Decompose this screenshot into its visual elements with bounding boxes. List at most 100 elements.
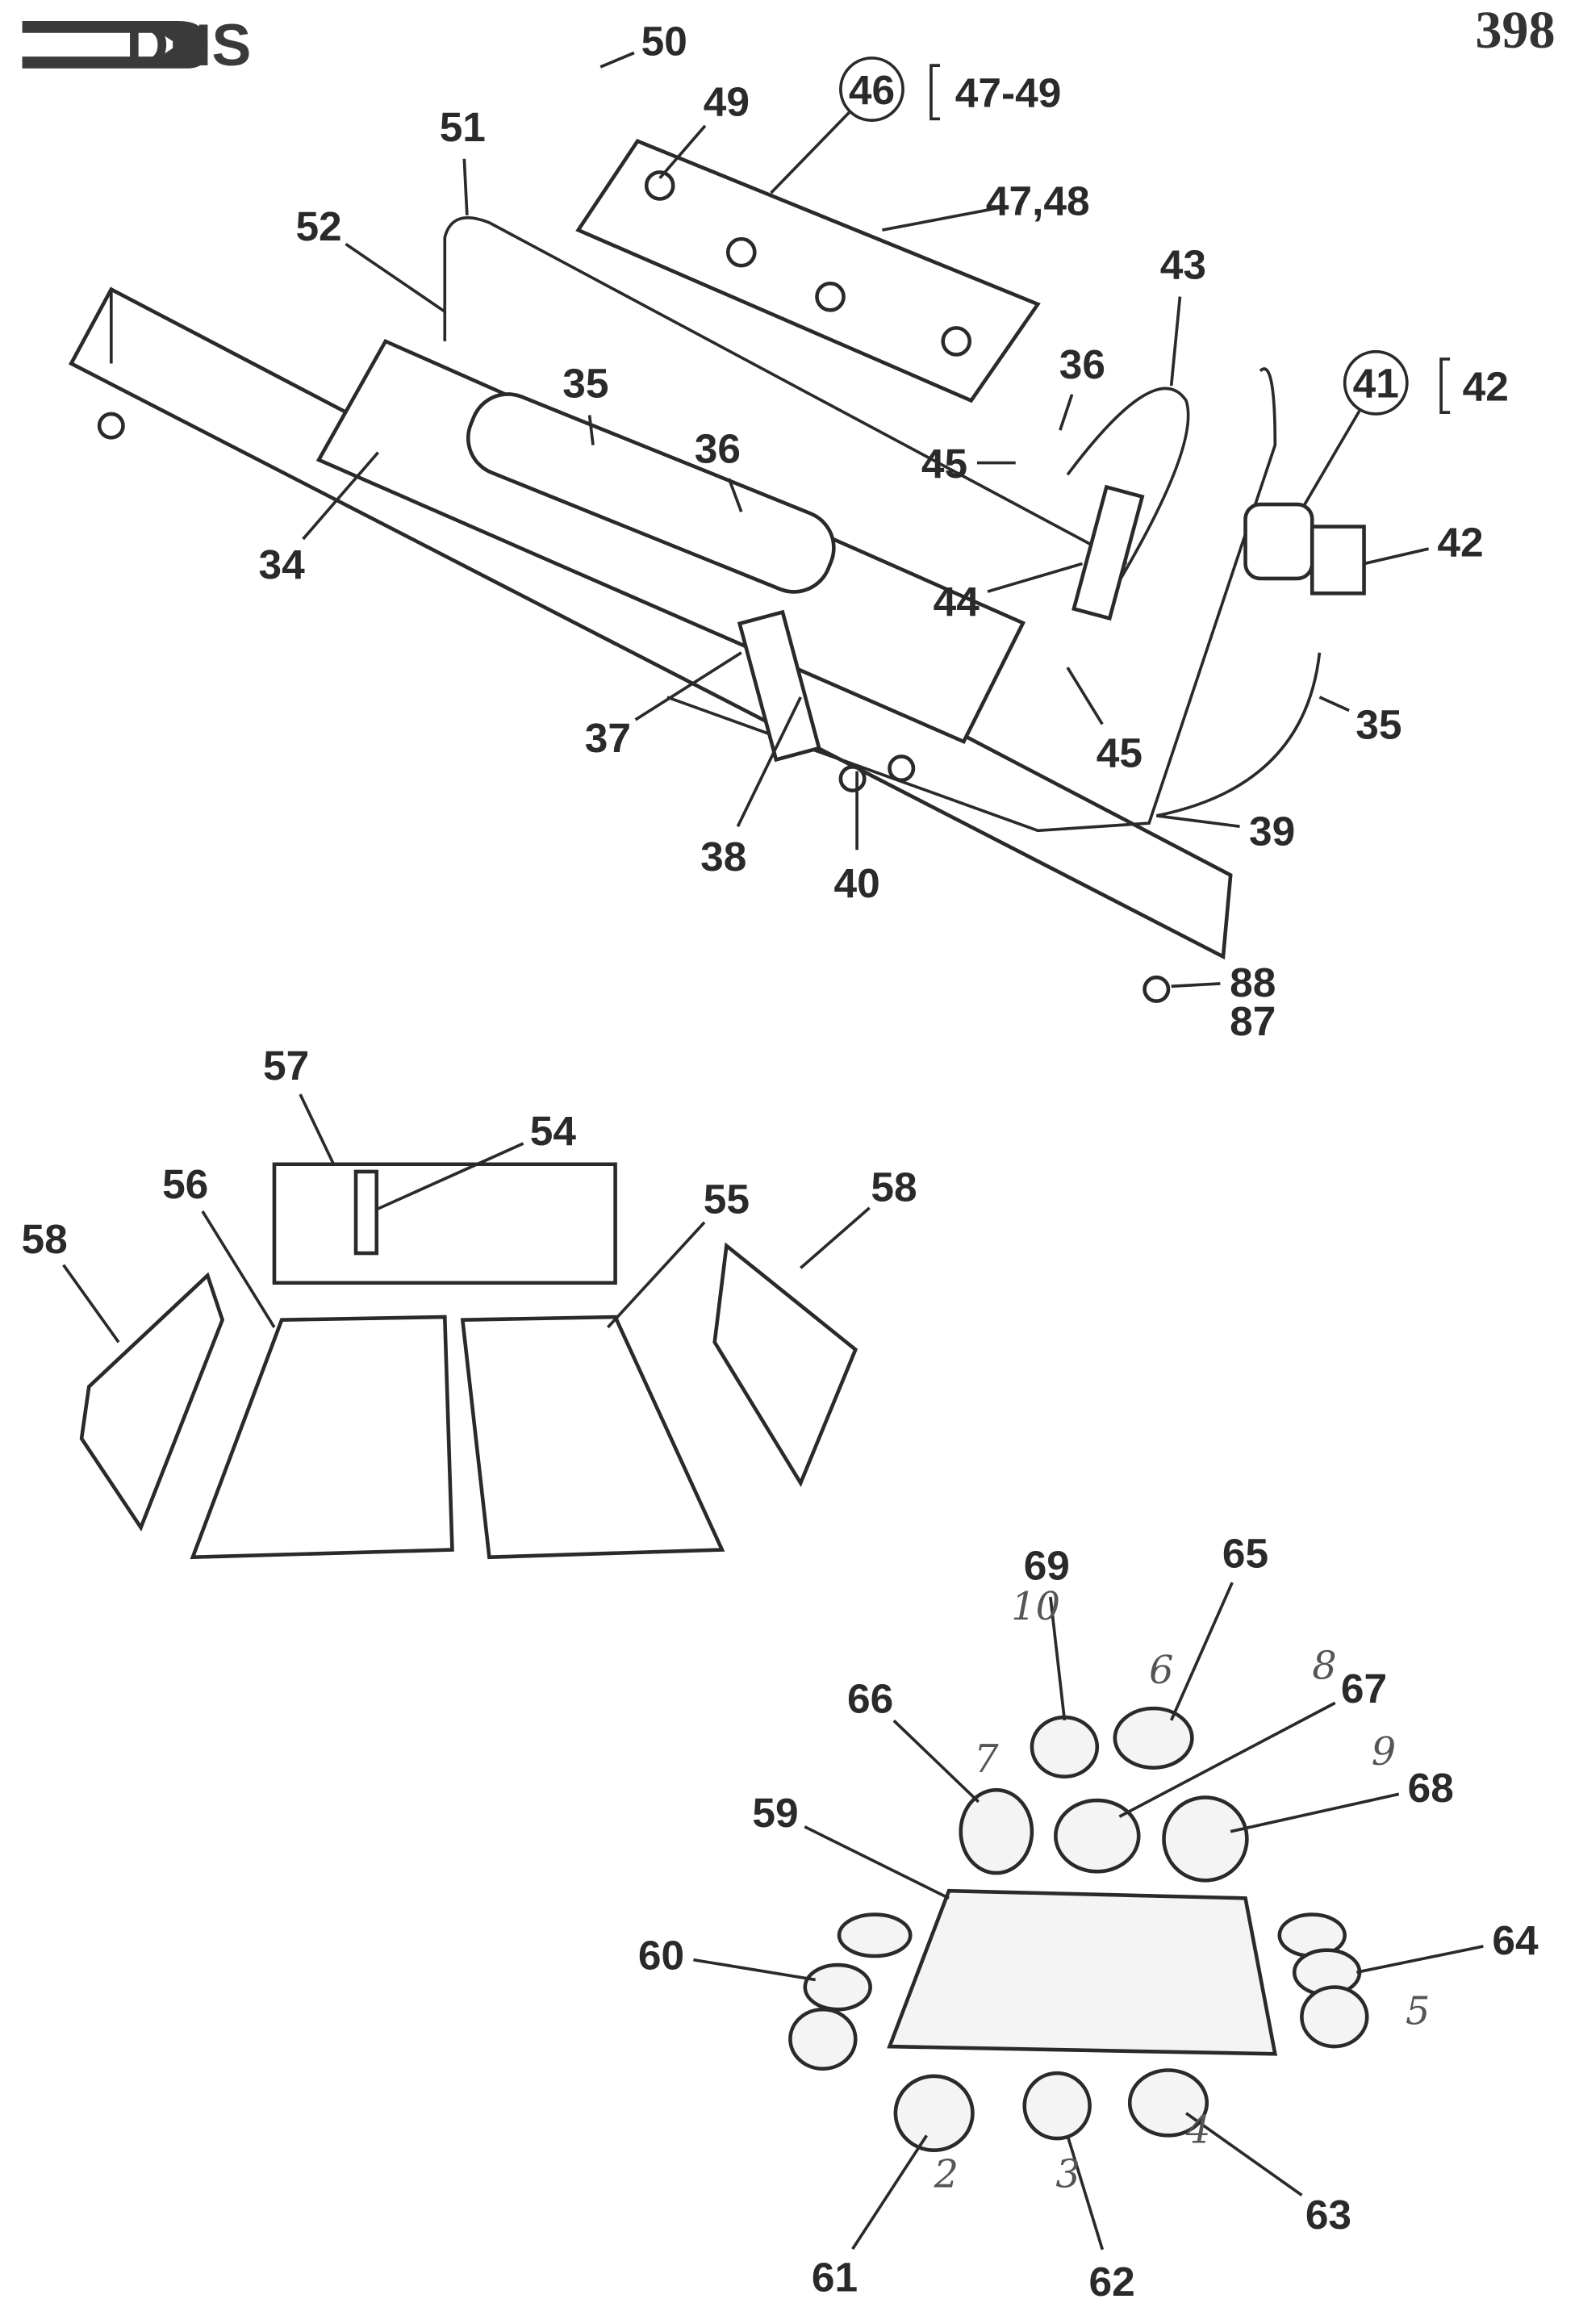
leader-line: [1066, 667, 1104, 725]
leader-line: [1066, 2134, 1105, 2251]
leader-line: [1059, 394, 1074, 431]
leader-line: [62, 1264, 120, 1344]
leader-line: [1184, 2112, 1303, 2197]
callout-36b: 36: [695, 425, 741, 472]
leader-line: [599, 51, 635, 69]
handwritten-number: 5: [1406, 1990, 1430, 2034]
callout-42a: 42: [1463, 362, 1509, 409]
leader-line: [299, 1093, 336, 1165]
leader-line: [693, 1958, 816, 1982]
leader-line: [727, 478, 743, 512]
handwritten-number: 7: [974, 1737, 999, 1782]
leader-line: [1169, 1582, 1234, 1721]
leader-line: [804, 1825, 950, 1900]
leader-line: [634, 651, 742, 721]
callout-35b: 35: [1356, 700, 1401, 747]
leader-line: [1049, 1596, 1067, 1721]
callout-47,48: 47,48: [986, 178, 1090, 224]
leader-line: [987, 562, 1083, 593]
callout-66: 66: [847, 1675, 893, 1722]
ember-rocks: [788, 1706, 1369, 2153]
callout-63: 63: [1305, 2191, 1351, 2238]
callout-59: 59: [752, 1789, 798, 1836]
leader-line: [302, 451, 379, 541]
callout-87: 87: [1230, 997, 1276, 1044]
handwritten-number: 9: [1372, 1730, 1396, 1774]
logo-text: DHS: [126, 11, 251, 78]
dhs-logo: DHS: [22, 11, 251, 78]
handwritten-number: 6: [1149, 1649, 1173, 1693]
callout-35a: 35: [562, 360, 608, 407]
callout-37: 37: [585, 714, 631, 761]
callout-34: 34: [259, 541, 306, 587]
leader-line: [736, 696, 802, 827]
leader-line: [1156, 814, 1240, 828]
callout-44: 44: [934, 578, 980, 625]
callout-45a: 45: [921, 440, 967, 487]
leader-line: [1318, 696, 1350, 713]
callout-circle: [839, 56, 904, 122]
leader-line: [1303, 410, 1361, 505]
leader-line: [587, 415, 595, 445]
callout-55: 55: [704, 1175, 750, 1222]
callout-61: 61: [812, 2253, 858, 2300]
callout-58a: 58: [871, 1164, 917, 1210]
leader-line: [1364, 547, 1430, 566]
callout-40: 40: [833, 859, 879, 906]
callout-39: 39: [1249, 808, 1295, 855]
leader-line: [377, 1142, 524, 1210]
leader-line: [892, 1719, 980, 1804]
leader-line: [462, 158, 469, 215]
callout-50: 50: [641, 17, 687, 64]
callout-43: 43: [1160, 241, 1206, 288]
callout-60: 60: [638, 1932, 684, 1979]
leader-line: [201, 1210, 276, 1328]
leader-line: [1356, 1945, 1484, 1975]
leader-line: [607, 1221, 706, 1329]
handwritten-number: 3: [1055, 2153, 1080, 2197]
log-panels: [79, 1162, 858, 1560]
bracket: [1439, 357, 1451, 414]
leader-line: [770, 111, 850, 194]
callout-46: 46: [849, 66, 895, 113]
leader-line: [1230, 1792, 1400, 1833]
callout-67: 67: [1341, 1665, 1387, 1712]
callout-51: 51: [440, 103, 486, 150]
callout-69: 69: [1024, 1541, 1070, 1588]
callout-56: 56: [162, 1160, 208, 1207]
leader-line: [345, 242, 446, 313]
callout-65: 65: [1222, 1530, 1268, 1577]
callout-58b: 58: [22, 1215, 68, 1262]
callout-47-49: 47-49: [955, 69, 1062, 116]
handwritten-number: 10: [1011, 1585, 1060, 1629]
callout-49: 49: [704, 78, 750, 125]
leader-line: [882, 205, 1006, 232]
callout-88: 88: [1230, 959, 1276, 1005]
callout-54: 54: [530, 1107, 577, 1154]
callout-38: 38: [700, 833, 746, 880]
leader-line: [1118, 1701, 1336, 1818]
leader-line: [800, 1206, 871, 1269]
leader-line: [1171, 982, 1221, 989]
burner-assembly: [69, 139, 1366, 1003]
callout-41: 41: [1353, 360, 1399, 407]
callout-62: 62: [1089, 2258, 1135, 2305]
callout-64: 64: [1492, 1916, 1539, 1963]
page-number: 398: [1475, 1, 1555, 60]
callout-57: 57: [263, 1042, 309, 1089]
callout-68: 68: [1408, 1764, 1454, 1811]
callout-52: 52: [295, 203, 341, 249]
callout-45b: 45: [1097, 729, 1142, 775]
handwritten-number: 2: [934, 2153, 959, 2197]
leader-lines: [62, 51, 1484, 2251]
callout-42b: 42: [1437, 518, 1483, 565]
callout-circle: [1343, 349, 1409, 416]
handwritten-number: 4: [1185, 2109, 1210, 2153]
leader-line: [1169, 296, 1182, 387]
leader-line: [851, 2134, 929, 2251]
bracket: [929, 64, 941, 121]
leader-line: [658, 124, 707, 179]
